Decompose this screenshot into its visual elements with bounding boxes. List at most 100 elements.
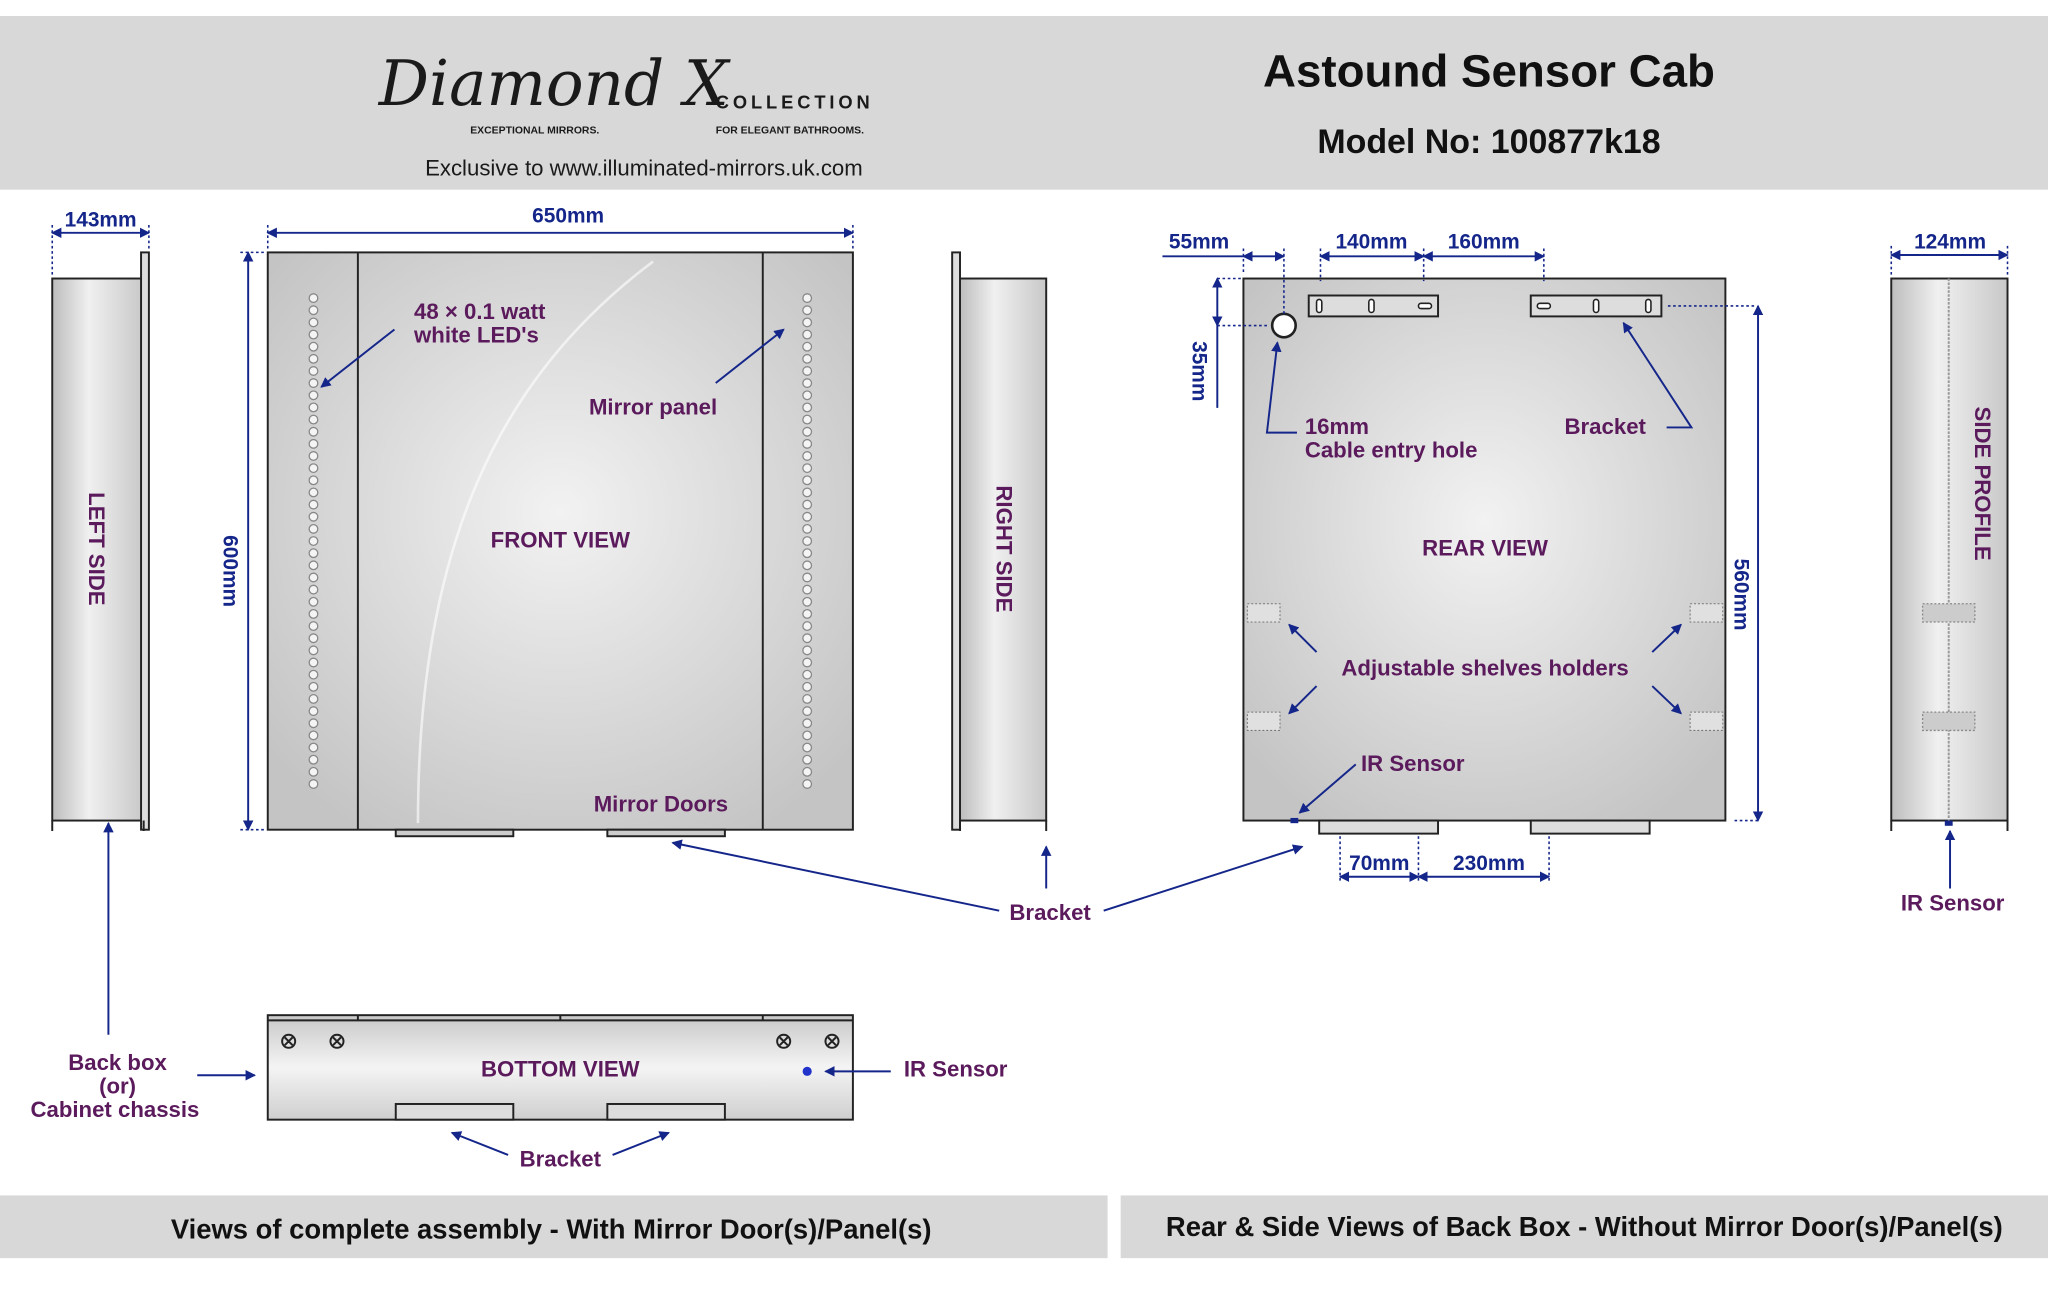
cable-hole-icon xyxy=(1270,312,1297,339)
bottom-bracket-label: Bracket xyxy=(520,1147,602,1172)
led-icon xyxy=(308,353,319,364)
dim-35: 35mm xyxy=(1187,341,1210,401)
dim-600: 600mm xyxy=(218,535,241,607)
rear-view: 55mm 140mm 160mm 35mm 560mm 70mm 230mm 1… xyxy=(1162,230,1764,884)
led-icon xyxy=(802,317,813,328)
led-icon xyxy=(802,560,813,571)
led-icon xyxy=(802,329,813,340)
led-icon xyxy=(308,681,319,692)
footer-left-band xyxy=(0,1195,1108,1259)
right-side-view: RIGHT SIDE xyxy=(951,251,1048,832)
led-icon xyxy=(802,426,813,437)
led-icon xyxy=(308,706,319,717)
dim-70: 70mm xyxy=(1349,852,1409,875)
led-icon xyxy=(802,633,813,644)
led-icon xyxy=(308,693,319,704)
right-side-label: RIGHT SIDE xyxy=(992,485,1017,612)
led-icon xyxy=(802,657,813,668)
led-icon xyxy=(308,536,319,547)
led-icon xyxy=(802,621,813,632)
dim-230: 230mm xyxy=(1453,852,1525,875)
side-profile-label: SIDE PROFILE xyxy=(1970,407,1995,561)
led-icon xyxy=(802,305,813,316)
led-icon xyxy=(802,779,813,789)
led-icon xyxy=(308,754,319,765)
rear-bracket-label: Bracket xyxy=(1565,414,1647,439)
led-icon xyxy=(802,669,813,680)
left-side-label: LEFT SIDE xyxy=(84,492,109,605)
led-icon xyxy=(308,451,319,461)
led-icon xyxy=(802,438,813,449)
backbox-label-1: Back box xyxy=(68,1050,167,1075)
bottom-view: BOTTOM VIEW IR Sensor Bracket xyxy=(266,1014,1008,1172)
rear-ir-label: IR Sensor xyxy=(1361,751,1465,776)
led-icon xyxy=(802,706,813,717)
led-icon xyxy=(308,487,319,498)
led-icon xyxy=(308,572,319,583)
led-icon xyxy=(308,657,319,668)
logo-collection: COLLECTION xyxy=(716,92,874,113)
led-icon xyxy=(802,487,813,498)
led-icon xyxy=(308,402,319,413)
led-icon xyxy=(308,730,319,741)
led-icon xyxy=(308,317,319,328)
led-icon xyxy=(308,523,319,534)
led-icon xyxy=(802,511,813,522)
logo-tagline-right: FOR ELEGANT BATHROOMS. xyxy=(716,126,864,137)
led-icon xyxy=(308,329,319,340)
left-side-view: LEFT SIDE 143mm xyxy=(50,208,151,832)
led-icon xyxy=(802,742,813,753)
led-icon xyxy=(802,536,813,547)
led-icon xyxy=(802,681,813,692)
led-icon xyxy=(802,548,813,559)
model-number: Model No: 100877k18 xyxy=(1317,123,1660,161)
led-icon xyxy=(802,766,813,777)
hole-label-1: 16mm xyxy=(1305,414,1369,439)
led-icon xyxy=(308,633,319,644)
logo-tagline-left: EXCEPTIONAL MIRRORS. xyxy=(470,126,599,137)
bracket-label: Bracket xyxy=(1009,900,1091,925)
dim-160: 160mm xyxy=(1448,230,1520,253)
led-icon xyxy=(308,584,319,595)
led-icon xyxy=(308,293,319,304)
hole-label-2: Cable entry hole xyxy=(1305,437,1478,462)
led-icon xyxy=(308,608,319,619)
led-label-2: white LED's xyxy=(413,323,539,348)
led-icon xyxy=(308,366,319,376)
led-icon xyxy=(802,390,813,401)
led-icon xyxy=(308,305,319,316)
led-icon xyxy=(308,426,319,437)
led-icon xyxy=(802,718,813,729)
led-icon xyxy=(802,293,813,304)
led-icon xyxy=(308,499,319,510)
front-view-label: FRONT VIEW xyxy=(491,528,630,553)
led-icon xyxy=(802,475,813,486)
header-band xyxy=(0,15,2048,190)
led-icon xyxy=(802,608,813,619)
led-icon xyxy=(802,378,813,389)
led-icon xyxy=(802,414,813,425)
dim-560: 560mm xyxy=(1730,559,1753,631)
led-icon xyxy=(802,353,813,364)
led-icon xyxy=(308,779,319,789)
led-icon xyxy=(308,621,319,632)
led-icon xyxy=(308,718,319,729)
dim-650: 650mm xyxy=(532,204,604,227)
led-icon xyxy=(308,341,319,352)
front-view: 650mm 600mm 48 × 0.1 watt white LED's Mi… xyxy=(218,204,855,838)
side-profile-view: SIDE PROFILE 124mm IR Sensor xyxy=(1889,230,2009,916)
led-icon xyxy=(308,475,319,486)
bottom-ir-label: IR Sensor xyxy=(904,1057,1008,1082)
footer-left-text: Views of complete assembly - With Mirror… xyxy=(171,1214,932,1245)
led-icon xyxy=(802,645,813,656)
led-icon xyxy=(308,390,319,401)
led-icon xyxy=(308,742,319,753)
led-icon xyxy=(802,754,813,765)
led-icon xyxy=(802,584,813,595)
bottom-view-label: BOTTOM VIEW xyxy=(481,1057,640,1082)
led-icon xyxy=(802,366,813,376)
led-icon xyxy=(802,596,813,607)
backbox-label-2: (or) xyxy=(99,1074,136,1099)
dim-124: 124mm xyxy=(1914,230,1986,253)
ir-sensor-icon xyxy=(802,1066,812,1076)
